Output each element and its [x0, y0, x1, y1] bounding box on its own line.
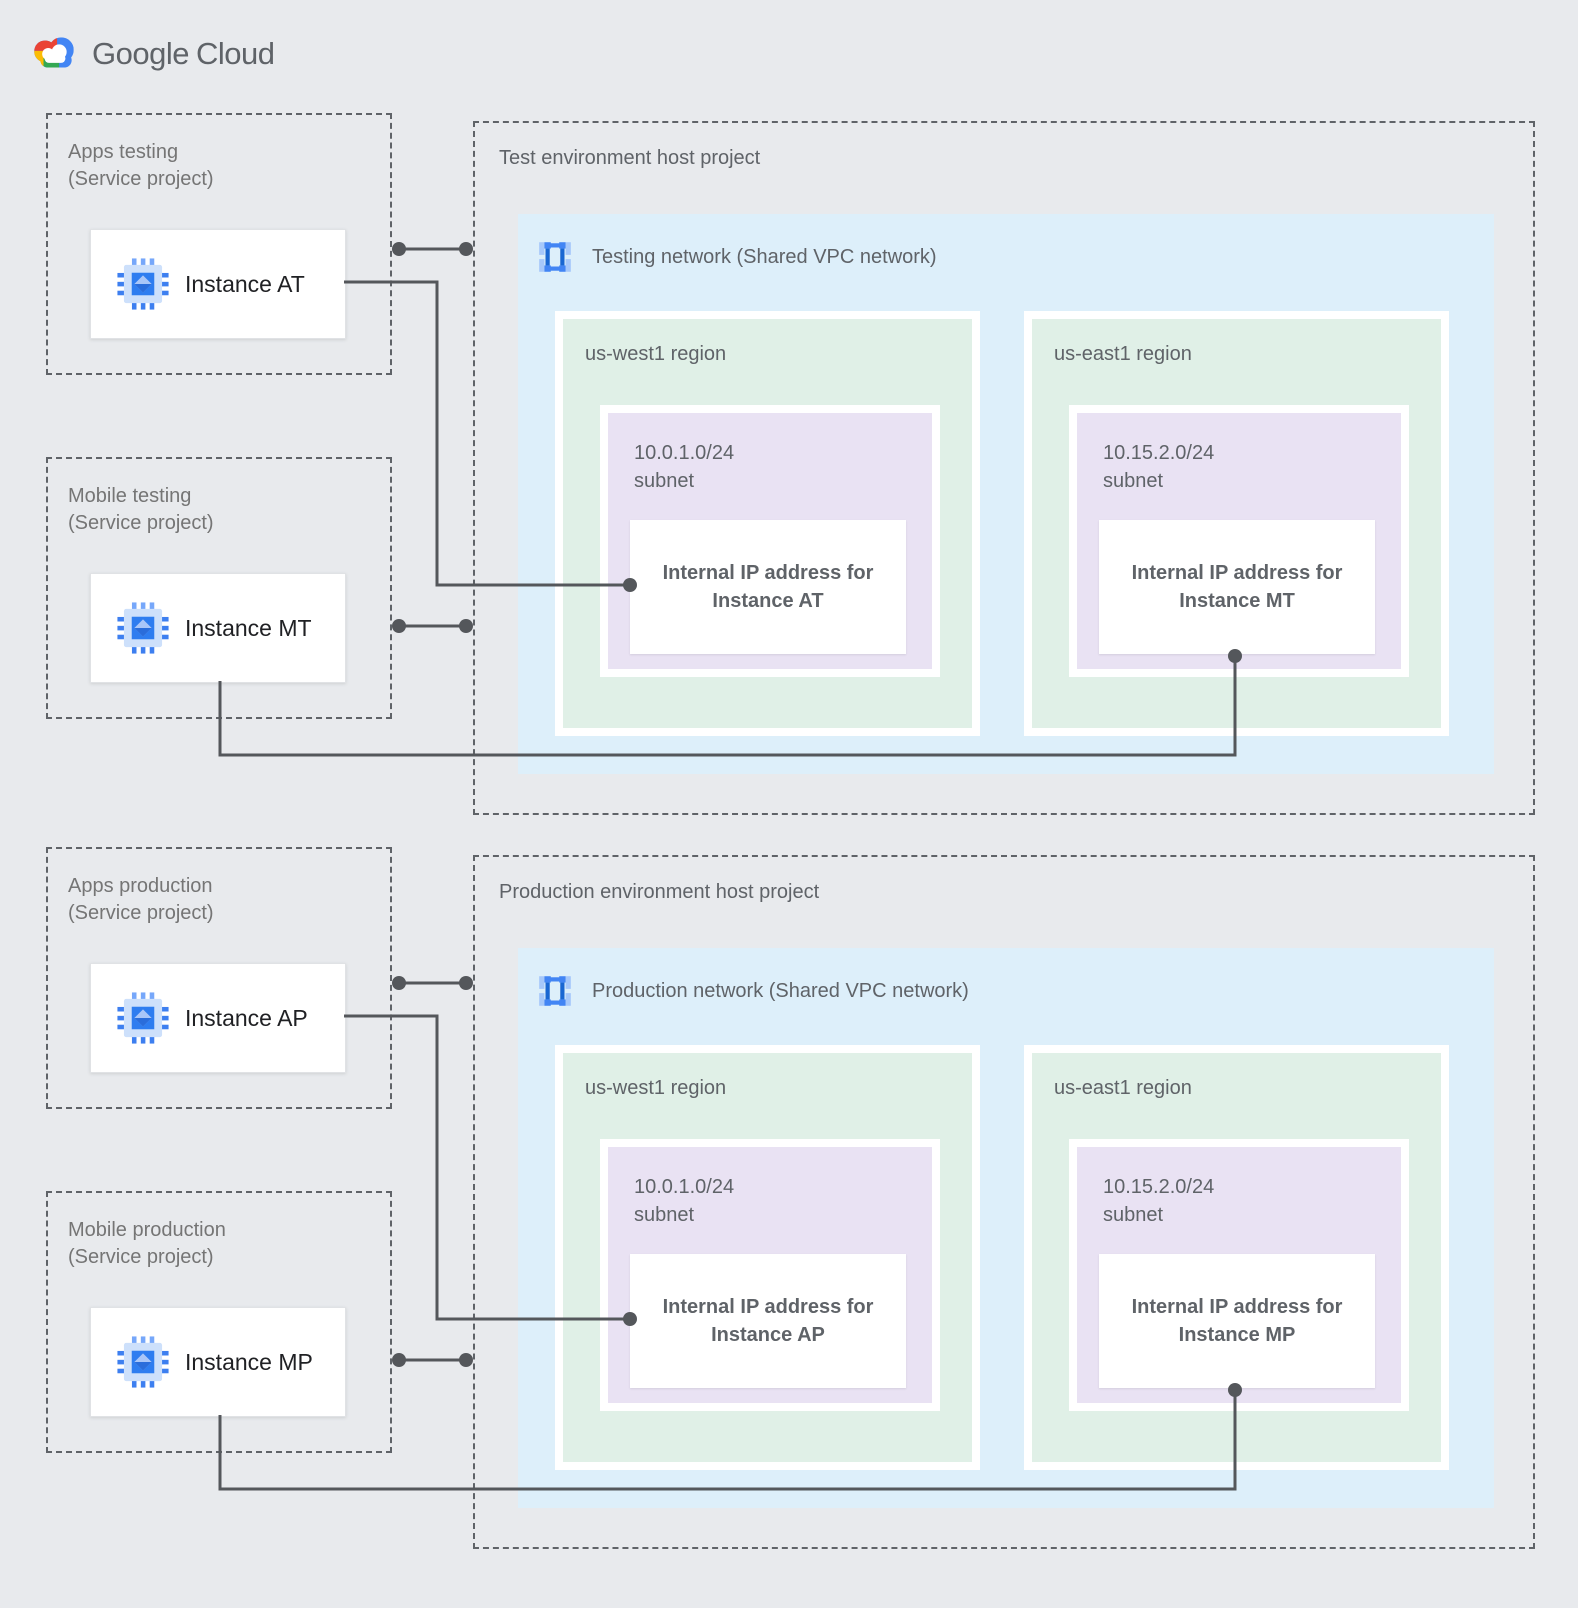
- service-project-label: Mobile production (Service project): [68, 1217, 226, 1271]
- region-us-west1-production: us-west1 region 10.0.1.0/24 subnet Inter…: [555, 1045, 980, 1470]
- subnet-label: 10.15.2.0/24 subnet: [1103, 439, 1214, 495]
- subnet-cidr: 10.15.2.0/24: [1103, 1176, 1215, 1198]
- internal-ip-label: Internal IP address for Instance AT: [663, 559, 874, 615]
- internal-ip-label: Internal IP address for Instance AP: [663, 1293, 874, 1349]
- region-label: us-east1 region: [1054, 1077, 1192, 1099]
- compute-engine-icon: [117, 992, 169, 1044]
- host-project-title: Production environment host project: [499, 881, 820, 903]
- internal-ip-line2: Instance AT: [712, 590, 824, 612]
- service-project-mobile-testing: Mobile testing (Service project) Instanc…: [46, 457, 392, 719]
- connector-dot: [392, 1353, 406, 1367]
- region-us-west1-test: us-west1 region 10.0.1.0/24 subnet Inter…: [555, 311, 980, 736]
- internal-ip-line2: Instance MP: [1178, 1324, 1296, 1346]
- subnet-label: 10.0.1.0/24 subnet: [634, 1173, 734, 1229]
- vpc-network-icon: [539, 976, 571, 1006]
- connector-dot: [392, 976, 406, 990]
- internal-ip-instance-ap: Internal IP address for Instance AP: [630, 1254, 906, 1388]
- vpc-network-production: Production network (Shared VPC network) …: [518, 948, 1494, 1508]
- instance-label: Instance AT: [185, 270, 305, 297]
- service-project-label: Apps testing (Service project): [68, 139, 214, 193]
- subnet-label: 10.0.1.0/24 subnet: [634, 439, 734, 495]
- host-project-production: Production environment host project Prod…: [473, 855, 1535, 1549]
- compute-engine-icon: [117, 258, 169, 310]
- internal-ip-line1: Internal IP address for: [1131, 562, 1343, 584]
- vpc-network-label: Testing network (Shared VPC network): [592, 246, 937, 268]
- service-project-label: Apps production (Service project): [68, 873, 214, 927]
- service-project-apps-testing: Apps testing (Service project) Instance …: [46, 113, 392, 375]
- connector-dot: [459, 242, 473, 256]
- vpc-network-icon: [539, 242, 571, 272]
- logo-text-google: Google: [92, 36, 189, 71]
- instance-mt: Instance MT: [90, 573, 346, 683]
- instance-label: Instance MP: [185, 1348, 313, 1375]
- connector-dot: [459, 1353, 473, 1367]
- subnet-label: 10.15.2.0/24 subnet: [1103, 1173, 1214, 1229]
- logo-text-cloud: Cloud: [195, 36, 275, 71]
- service-project-type: (Service project): [68, 1246, 214, 1268]
- service-project-type: (Service project): [68, 168, 214, 190]
- region-us-east1-production: us-east1 region 10.15.2.0/24 subnet Inte…: [1024, 1045, 1449, 1470]
- service-project-label: Mobile testing (Service project): [68, 483, 214, 537]
- internal-ip-line1: Internal IP address for: [1131, 1296, 1343, 1318]
- internal-ip-line1: Internal IP address for: [662, 1296, 874, 1318]
- connector-dot: [392, 242, 406, 256]
- instance-ap: Instance AP: [90, 963, 346, 1073]
- service-project-name: Mobile testing: [68, 485, 192, 507]
- internal-ip-instance-mt: Internal IP address for Instance MT: [1099, 520, 1375, 654]
- service-project-mobile-production: Mobile production (Service project) Inst…: [46, 1191, 392, 1453]
- internal-ip-instance-at: Internal IP address for Instance AT: [630, 520, 906, 654]
- subnet-word: subnet: [634, 470, 695, 492]
- service-project-apps-production: Apps production (Service project) Instan…: [46, 847, 392, 1109]
- instance-label: Instance MT: [185, 614, 312, 641]
- instance-at: Instance AT: [90, 229, 346, 339]
- internal-ip-label: Internal IP address for Instance MP: [1132, 1293, 1343, 1349]
- region-label: us-west1 region: [585, 1077, 727, 1099]
- subnet-us-west1-production: 10.0.1.0/24 subnet Internal IP address f…: [600, 1139, 940, 1411]
- internal-ip-instance-mp: Internal IP address for Instance MP: [1099, 1254, 1375, 1388]
- vpc-network-label: Production network (Shared VPC network): [592, 980, 969, 1002]
- internal-ip-line2: Instance MT: [1179, 590, 1295, 612]
- internal-ip-label: Internal IP address for Instance MT: [1132, 559, 1343, 615]
- compute-engine-icon: [117, 602, 169, 654]
- service-project-type: (Service project): [68, 512, 214, 534]
- service-project-name: Apps testing: [68, 141, 179, 163]
- region-label: us-east1 region: [1054, 343, 1192, 365]
- service-project-name: Mobile production: [68, 1219, 226, 1241]
- subnet-us-east1-test: 10.15.2.0/24 subnet Internal IP address …: [1069, 405, 1409, 677]
- instance-mp: Instance MP: [90, 1307, 346, 1417]
- region-label: us-west1 region: [585, 343, 727, 365]
- compute-engine-icon: [117, 1336, 169, 1388]
- host-project-title: Test environment host project: [499, 147, 761, 169]
- subnet-word: subnet: [1103, 470, 1164, 492]
- instance-label: Instance AP: [185, 1004, 308, 1031]
- vpc-network-test: Testing network (Shared VPC network) us-…: [518, 214, 1494, 774]
- subnet-word: subnet: [1103, 1204, 1164, 1226]
- service-project-name: Apps production: [68, 875, 213, 897]
- connector-dot: [459, 976, 473, 990]
- internal-ip-line1: Internal IP address for: [662, 562, 874, 584]
- subnet-us-west1-test: 10.0.1.0/24 subnet Internal IP address f…: [600, 405, 940, 677]
- host-project-test: Test environment host project Testing ne…: [473, 121, 1535, 815]
- subnet-cidr: 10.0.1.0/24: [634, 1176, 735, 1198]
- subnet-us-east1-production: 10.15.2.0/24 subnet Internal IP address …: [1069, 1139, 1409, 1411]
- service-project-type: (Service project): [68, 902, 214, 924]
- subnet-word: subnet: [634, 1204, 695, 1226]
- connector-dot: [392, 619, 406, 633]
- google-cloud-logo-icon: [34, 37, 74, 68]
- internal-ip-line2: Instance AP: [711, 1324, 825, 1346]
- region-us-east1-test: us-east1 region 10.15.2.0/24 subnet Inte…: [1024, 311, 1449, 736]
- subnet-cidr: 10.0.1.0/24: [634, 442, 735, 464]
- subnet-cidr: 10.15.2.0/24: [1103, 442, 1215, 464]
- connector-dot: [459, 619, 473, 633]
